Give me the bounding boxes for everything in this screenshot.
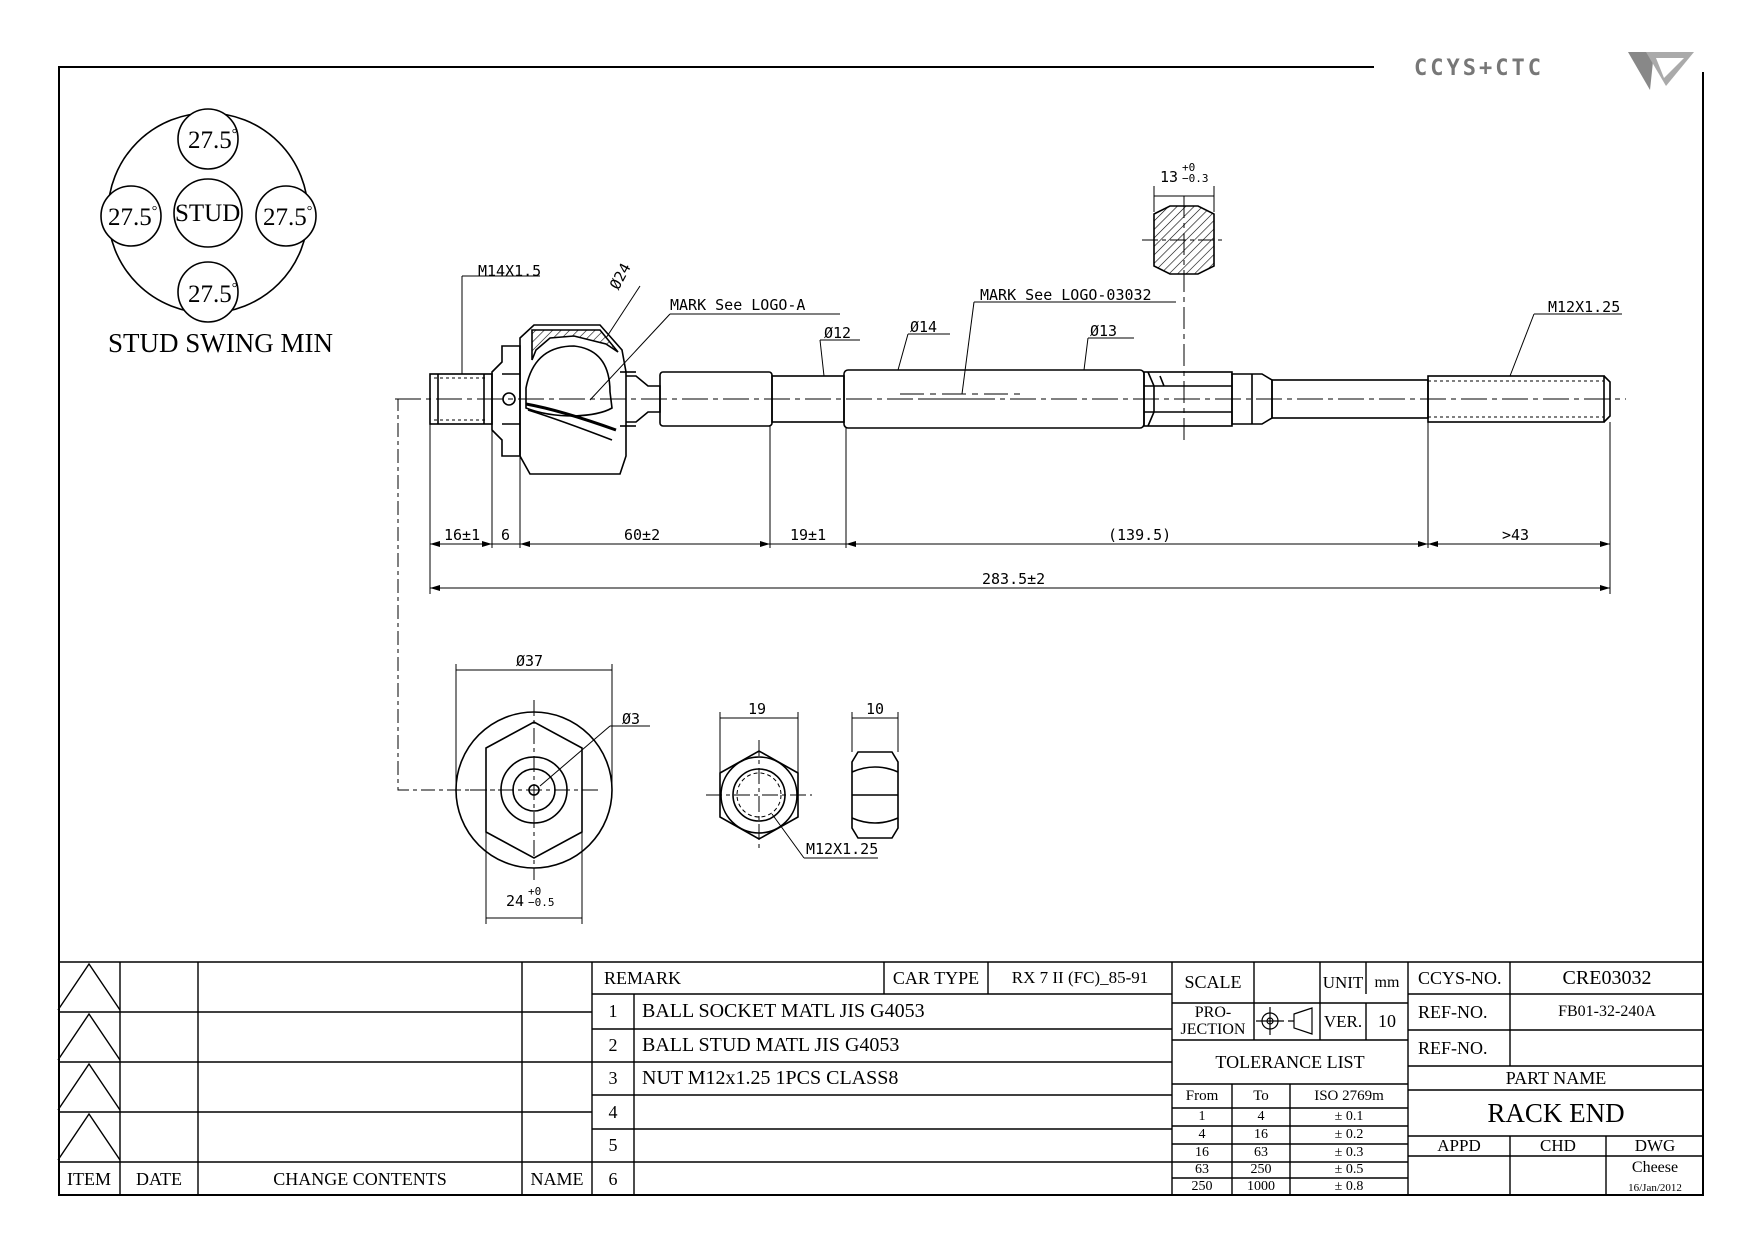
- dim-socket-outer: Ø37: [516, 652, 544, 670]
- part-name-value: RACK END: [1487, 1097, 1625, 1128]
- remark-no-3: 3: [608, 1068, 618, 1088]
- callout-hex-top-tolerance: +0−0.3: [1182, 161, 1209, 185]
- remark-no-5: 5: [608, 1135, 618, 1155]
- dwg-date: 16/Jan/2012: [1628, 1182, 1682, 1194]
- tol-to-4: 250: [1250, 1162, 1272, 1177]
- tol-header-from: From: [1185, 1087, 1219, 1104]
- tol-from-2: 4: [1198, 1127, 1206, 1142]
- remark-text-1: BALL SOCKET MATL JIS G4053: [642, 1000, 925, 1022]
- ref-no-value-2: [1510, 1030, 1704, 1066]
- remark-no-4: 4: [608, 1101, 618, 1122]
- dim-6: 6: [501, 526, 511, 544]
- tol-value-3: ± 0.3: [1334, 1145, 1364, 1160]
- stud-angle-left: 27.5°: [108, 204, 158, 231]
- tolerance-title: TOLERANCE LIST: [1215, 1051, 1365, 1072]
- socket-end-view: [455, 664, 650, 924]
- header-item: ITEM: [67, 1168, 111, 1189]
- tol-to-3: 63: [1254, 1145, 1268, 1160]
- projection-label: PRO-JECTION: [1180, 1004, 1246, 1038]
- stud-angle-top: 27.5°: [188, 127, 238, 154]
- dim-16: 16±1: [444, 526, 481, 544]
- frame-top-gap: [1374, 58, 1714, 72]
- unit-label: UNIT: [1322, 972, 1364, 992]
- stud-center-label: STUD: [175, 200, 241, 227]
- ccys-ctc-logo-icon: [1628, 52, 1694, 90]
- dim-socket-hex: 24: [506, 892, 525, 910]
- tol-from-5: 250: [1191, 1178, 1213, 1194]
- tol-header-to: To: [1253, 1087, 1269, 1104]
- tol-to-2: 16: [1254, 1127, 1268, 1142]
- remark-no-6: 6: [608, 1168, 618, 1189]
- stud-angle-bottom: 27.5°: [188, 281, 238, 308]
- dim-43: >43: [1502, 526, 1530, 544]
- header-change-contents: CHANGE CONTENTS: [273, 1168, 447, 1189]
- dim-60: 60±2: [624, 526, 661, 544]
- unit-value: mm: [1374, 973, 1400, 991]
- stud-swing-diagram: [100, 108, 317, 323]
- chd-label: CHD: [1540, 1136, 1576, 1155]
- scale-value: [1254, 962, 1320, 1003]
- remark-no-2: 2: [608, 1035, 618, 1055]
- tol-from-1: 1: [1198, 1109, 1206, 1124]
- projection-symbol-icon: [1256, 1007, 1313, 1035]
- callout-mark-a: MARK See LOGO-A: [670, 296, 806, 314]
- appd-label: APPD: [1437, 1136, 1481, 1155]
- tol-value-1: ± 0.1: [1334, 1109, 1364, 1124]
- dim-overall: 283.5±2: [982, 570, 1046, 588]
- dim-socket-hex-tolerance: +0−0.5: [528, 885, 555, 909]
- car-type-label: CAR TYPE: [892, 967, 980, 988]
- callout-mark-logo: MARK See LOGO-03032: [980, 286, 1152, 304]
- ref-no-value-1: FB01-32-240A: [1558, 1003, 1656, 1020]
- company-logo-text: CCYS+CTC: [1414, 56, 1544, 81]
- callout-thread-left: M14X1.5: [478, 262, 542, 280]
- ref-no-label-2: REF-NO.: [1418, 1037, 1488, 1058]
- callout-hex-top: 13: [1160, 168, 1179, 186]
- title-block-grid: [57, 961, 1704, 1196]
- nut-views: [706, 712, 899, 859]
- header-date: DATE: [136, 1168, 182, 1189]
- remark-text-3: NUT M12x1.25 1PCS CLASS8: [642, 1067, 899, 1089]
- dwg-by: Cheese: [1631, 1159, 1679, 1176]
- hex-section-view: [1142, 186, 1226, 442]
- header-name: NAME: [530, 1168, 584, 1189]
- ccys-no-value: CRE03032: [1562, 966, 1652, 989]
- scale-label: SCALE: [1184, 972, 1242, 992]
- remark-text-2: BALL STUD MATL JIS G4053: [642, 1034, 900, 1056]
- dimension-lines: [397, 398, 1611, 791]
- tol-to-5: 1000: [1247, 1178, 1275, 1194]
- ref-no-label-1: REF-NO.: [1418, 1001, 1488, 1022]
- car-type-value: RX 7 II (FC)_85-91: [1011, 968, 1149, 987]
- callout-shaft-dia-12: Ø12: [824, 324, 852, 342]
- tol-to-1: 4: [1257, 1109, 1265, 1124]
- tol-header-iso: ISO 2769m: [1314, 1087, 1384, 1104]
- rack-end-assembly: [395, 324, 1626, 475]
- part-name-label: PART NAME: [1505, 1067, 1607, 1088]
- dim-139: (139.5): [1108, 526, 1172, 544]
- tol-from-3: 16: [1195, 1145, 1209, 1160]
- leader-lines: [461, 275, 1622, 401]
- remark-label: REMARK: [604, 967, 682, 988]
- tol-from-4: 63: [1195, 1162, 1209, 1177]
- dim-nut-thick: 10: [866, 700, 885, 718]
- stud-swing-caption: STUD SWING MIN: [108, 328, 333, 358]
- callout-shaft-dia-13: Ø13: [1090, 322, 1118, 340]
- callout-shaft-dia-14: Ø14: [910, 318, 938, 336]
- ver-label: VER.: [1323, 1011, 1363, 1031]
- tol-value-2: ± 0.2: [1334, 1127, 1364, 1142]
- dwg-label: DWG: [1634, 1136, 1676, 1155]
- ver-value: 10: [1378, 1011, 1396, 1031]
- dim-socket-hole: Ø3: [622, 710, 641, 728]
- stud-angle-right: 27.5°: [263, 204, 313, 231]
- ccys-no-label: CCYS-NO.: [1418, 967, 1502, 988]
- dim-nut-width: 19: [748, 700, 767, 718]
- dim-19: 19±1: [790, 526, 827, 544]
- dim-nut-thread: M12X1.25: [806, 840, 879, 858]
- tol-value-4: ± 0.5: [1334, 1162, 1364, 1177]
- tol-value-5: ± 0.8: [1334, 1178, 1364, 1194]
- callout-thread-right: M12X1.25: [1548, 298, 1621, 316]
- remark-no-1: 1: [608, 1001, 618, 1021]
